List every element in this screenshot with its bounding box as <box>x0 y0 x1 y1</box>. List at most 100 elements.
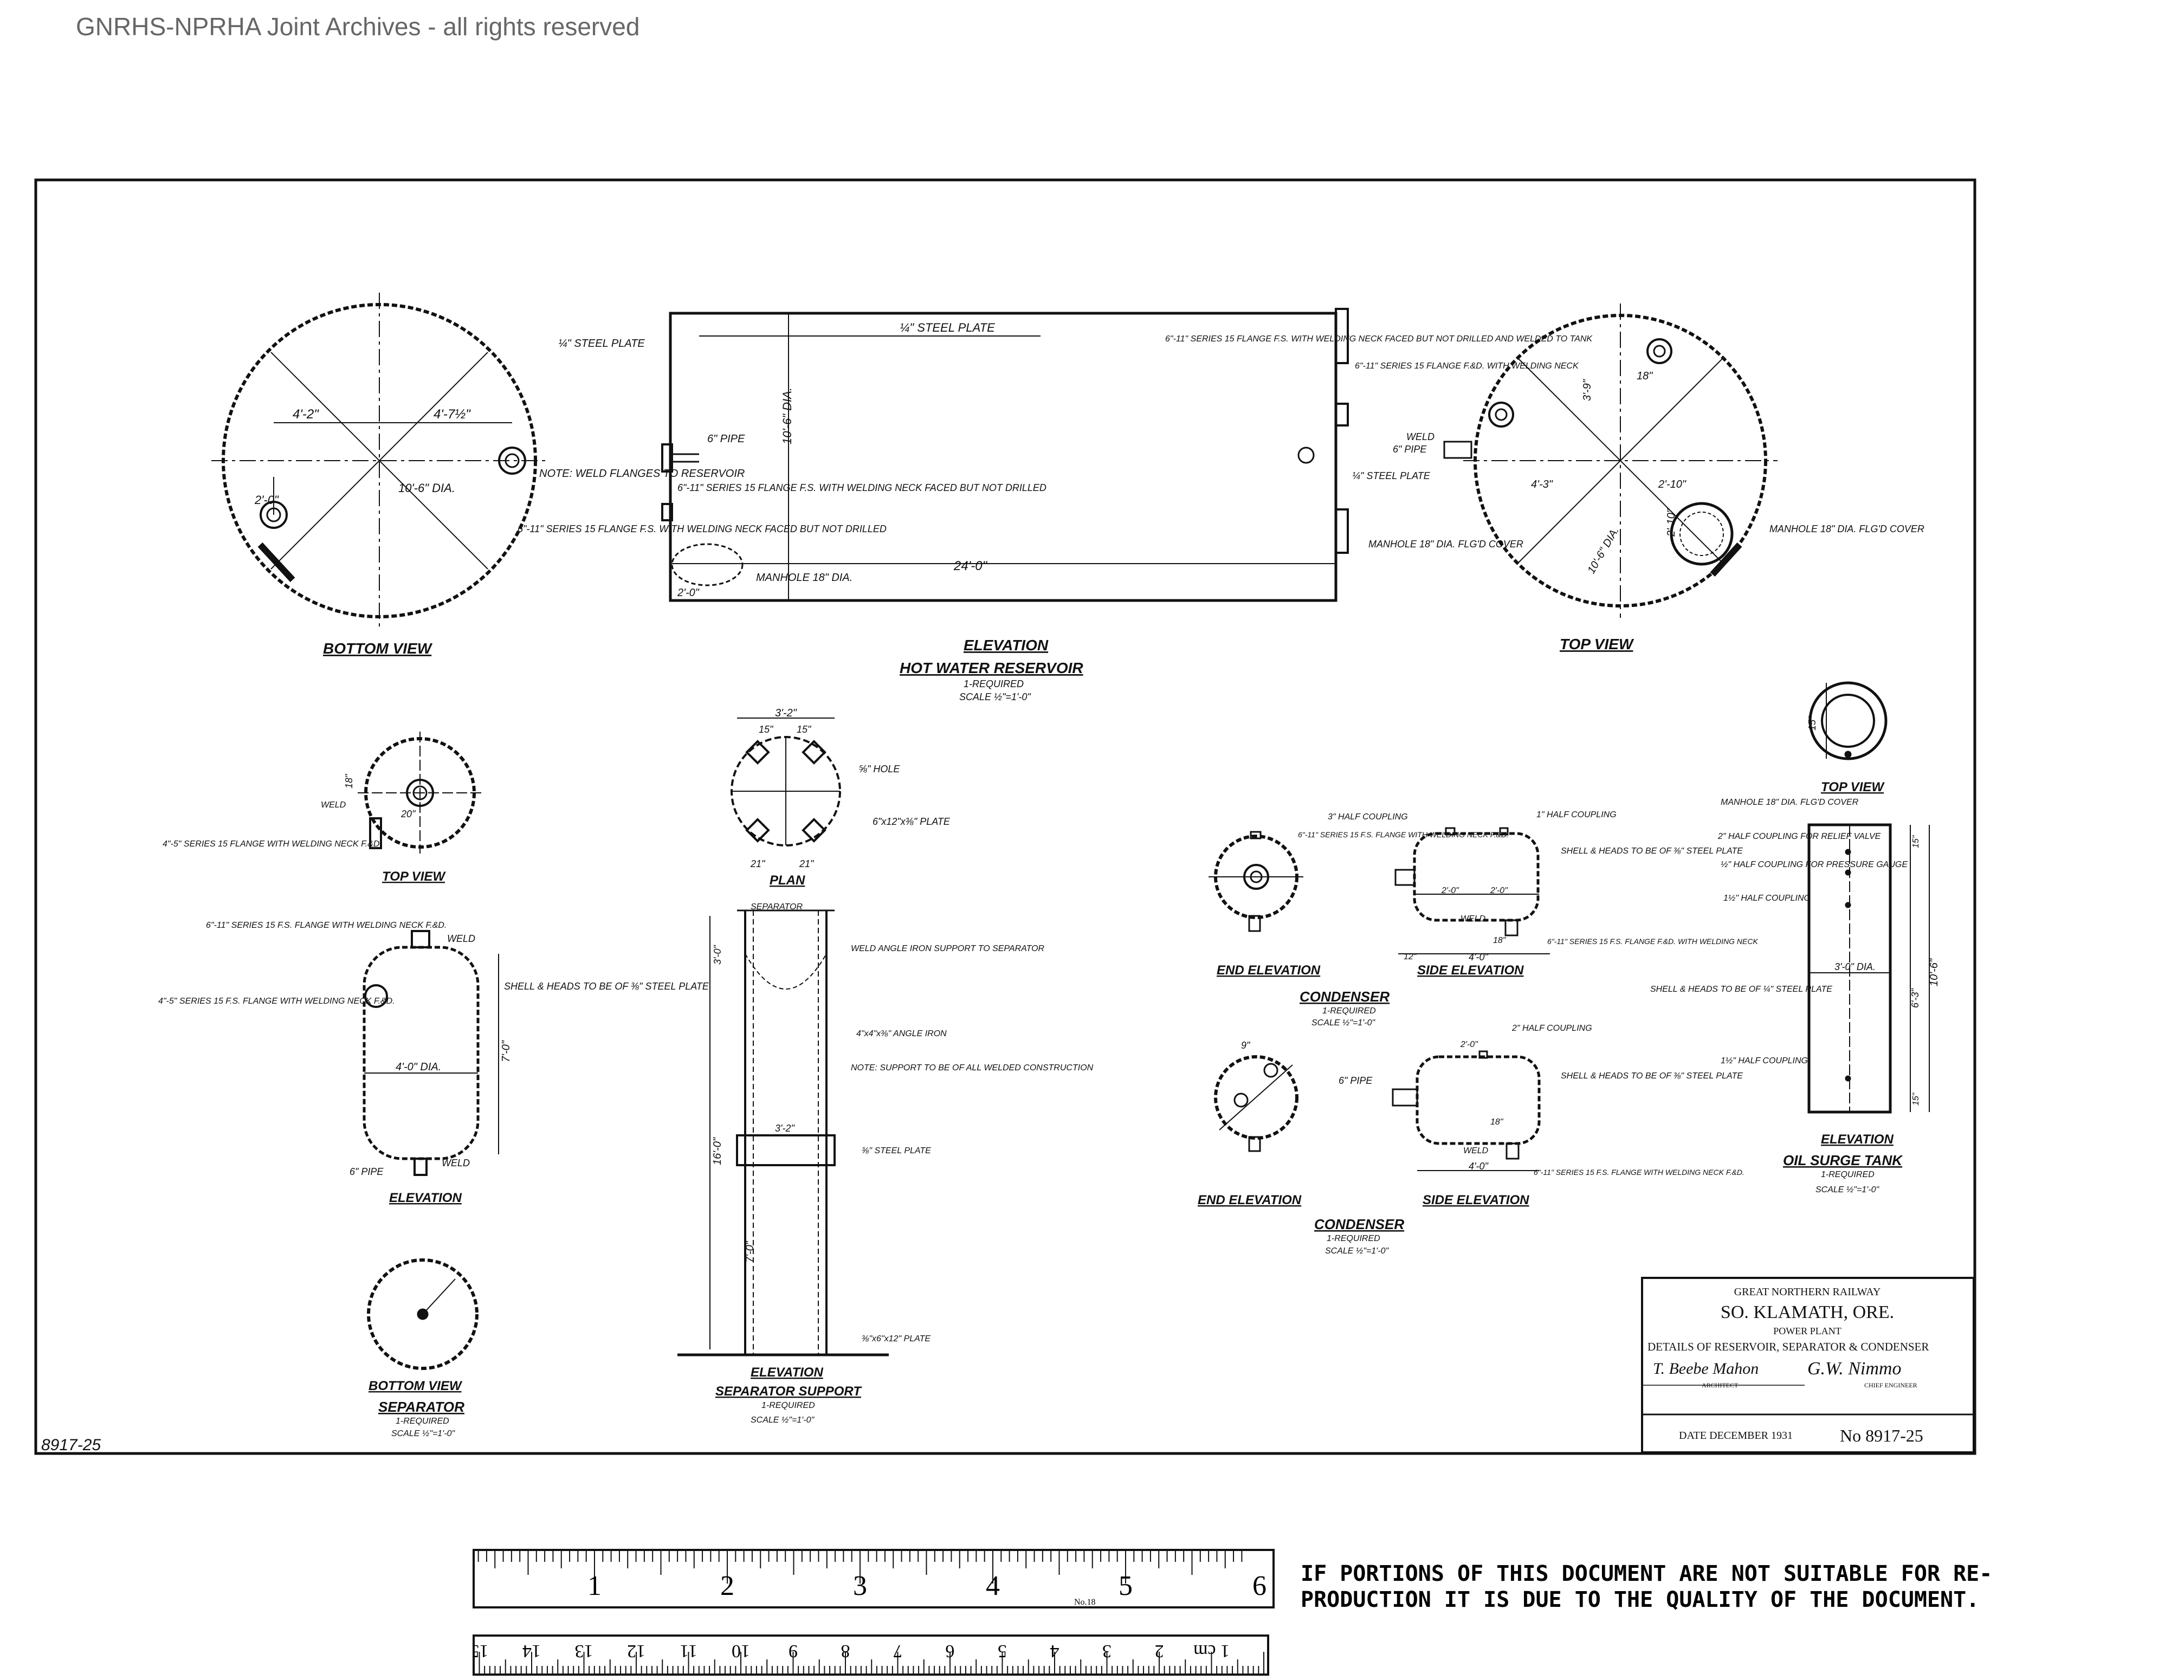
cm-label: 6 <box>946 1641 955 1661</box>
note: ⅝" HOLE <box>859 764 900 774</box>
note: 6"-11" SERIES 15 FLANGE F.&D. WITH WELDI… <box>1355 361 1579 371</box>
nozzle <box>1233 1093 1249 1108</box>
note: SEPARATOR <box>751 902 803 912</box>
diagonal <box>270 352 488 570</box>
note: 1½" HALF COUPLING <box>1721 1056 1808 1065</box>
inch-label-5: 5 <box>1119 1571 1133 1601</box>
coupling <box>1445 827 1456 836</box>
tb-drawing-number: No 8917-25 <box>1840 1426 1923 1445</box>
nozzle-circle <box>1488 402 1514 428</box>
note: 6"x12"x⅜" PLATE <box>873 816 951 827</box>
base-plate <box>802 818 826 843</box>
dim-label: 7'-0" <box>500 1040 512 1062</box>
reservoir-elevation-title: ELEVATION <box>964 637 1049 654</box>
dim-label: 4'-3" <box>1531 479 1553 490</box>
flange-right <box>1335 308 1349 364</box>
tank-top-circle <box>1808 681 1888 760</box>
support-plan-title: PLAN <box>770 873 805 888</box>
cm-label: 15 <box>473 1641 489 1661</box>
note: 6" PIPE <box>707 433 745 445</box>
inch-label-6: 6 <box>1252 1571 1267 1601</box>
cm-label: 7 <box>893 1641 902 1661</box>
dim-label: 2'-0" <box>1490 886 1508 895</box>
note: SHELL & HEADS TO BE OF ⅜" STEEL PLATE <box>1561 1071 1743 1081</box>
scale-label: SCALE ½"=1'-0" <box>391 1429 455 1438</box>
note: MANHOLE 18" DIA. FLG'D COVER <box>1769 524 1924 534</box>
required-label: 1-REQUIRED <box>1322 1006 1376 1016</box>
separator-hidden <box>745 953 827 990</box>
nozzle-circle <box>1646 338 1672 364</box>
dim-label: 18" <box>344 773 354 789</box>
flange-right <box>1335 403 1349 427</box>
cm-label: 9 <box>789 1641 798 1661</box>
note: 6" PIPE <box>1339 1075 1373 1086</box>
dim-label: 4'-0" <box>1469 952 1489 962</box>
scale-label: SCALE ½"=1'-0" <box>959 692 1031 702</box>
note: NOTE: SUPPORT TO BE OF ALL WELDED CONSTR… <box>851 1063 1094 1072</box>
coupling <box>1250 831 1262 839</box>
cm-label: 12 <box>627 1641 645 1661</box>
condenser2-name: CONDENSER <box>1314 1216 1404 1232</box>
separator-support-views <box>677 718 889 1356</box>
diagonal <box>1517 357 1724 564</box>
note: 6"-11" SERIES 15 FLANGE F.S. WITH WELDIN… <box>1165 334 1593 344</box>
tb-engineer-label: CHIEF ENGINEER <box>1864 1381 1917 1389</box>
oil-surge-tank-views <box>1807 681 1930 1114</box>
note: WELD <box>442 1158 470 1168</box>
tb-railway: GREAT NORTHERN RAILWAY <box>1734 1286 1881 1298</box>
nozzle-inner <box>1495 408 1508 421</box>
note: 1" HALF COUPLING <box>1536 810 1617 819</box>
dim-label: 2'-0" <box>1460 1040 1478 1049</box>
flange-left <box>661 503 673 521</box>
drain <box>1248 1136 1261 1152</box>
dim-label: 7'-0" <box>744 1240 756 1263</box>
note: 4"-5" SERIES 15 F.S. FLANGE WITH WELDING… <box>158 997 395 1006</box>
condenser-1-views <box>1209 827 1550 954</box>
required-label: 1-REQUIRED <box>964 679 1024 689</box>
dim-label: 10'-6" DIA. <box>1585 525 1621 576</box>
nozzle-inner <box>412 785 428 800</box>
separator-elevation-title: ELEVATION <box>389 1191 462 1205</box>
required-label: 1-REQUIRED <box>1821 1170 1875 1179</box>
manhole-flange <box>257 542 295 583</box>
dim-label: 15" <box>1911 1092 1921 1106</box>
condenser1-shell <box>1413 832 1540 922</box>
cm-label: 13 <box>575 1641 593 1661</box>
title-block <box>1641 1277 1975 1453</box>
flange <box>369 817 382 849</box>
reservoir-elevation <box>661 308 1349 602</box>
title-block-frame <box>1641 1277 1975 1453</box>
tank-name: OIL SURGE TANK <box>1783 1152 1903 1168</box>
dim-label: 6'-3" <box>1910 988 1921 1008</box>
separator-shell <box>363 946 480 1160</box>
note: WELD <box>1461 914 1486 923</box>
base-plate <box>802 740 826 765</box>
separator-views <box>358 732 499 1370</box>
note: MANHOLE 18" DIA. FLG'D COVER <box>1721 798 1859 807</box>
tb-location: SO. KLAMATH, ORE. <box>1721 1302 1894 1322</box>
note: 6"-11" SERIES 15 F.S. FLANGE WITH WELDIN… <box>206 921 447 930</box>
cm-label: 1 cm <box>1193 1641 1230 1661</box>
note: ¼" STEEL PLATE <box>558 338 645 350</box>
cm-label: 4 <box>1050 1641 1059 1661</box>
disclaimer-line-1: IF PORTIONS OF THIS DOCUMENT ARE NOT SUI… <box>1301 1561 1993 1586</box>
drain <box>1248 915 1261 932</box>
scale-label: SCALE ½"=1'-0" <box>1815 1185 1879 1194</box>
note: WELD <box>1463 1146 1489 1155</box>
dim-label: 12" <box>1404 952 1417 961</box>
support-elevation-title: ELEVATION <box>751 1365 823 1380</box>
note: WELD <box>321 800 346 810</box>
dim-label: 20" <box>400 809 416 819</box>
coupling-dot <box>1845 1075 1851 1082</box>
note: 4"x4"x⅜" ANGLE IRON <box>856 1029 947 1038</box>
disclaimer-line-2: PRODUCTION IT IS DUE TO THE QUALITY OF T… <box>1301 1587 1980 1612</box>
note: ⅜" STEEL PLATE <box>862 1146 931 1155</box>
support-name: SEPARATOR SUPPORT <box>715 1384 862 1399</box>
note: WELD <box>447 933 475 944</box>
bottom-flange <box>1505 1142 1520 1160</box>
dim-label: 9" <box>1241 1040 1251 1051</box>
bottom-flange <box>1504 919 1519 936</box>
dim-label: 3'-0" <box>712 945 723 965</box>
dim-label: 2'-10" <box>1665 508 1677 537</box>
